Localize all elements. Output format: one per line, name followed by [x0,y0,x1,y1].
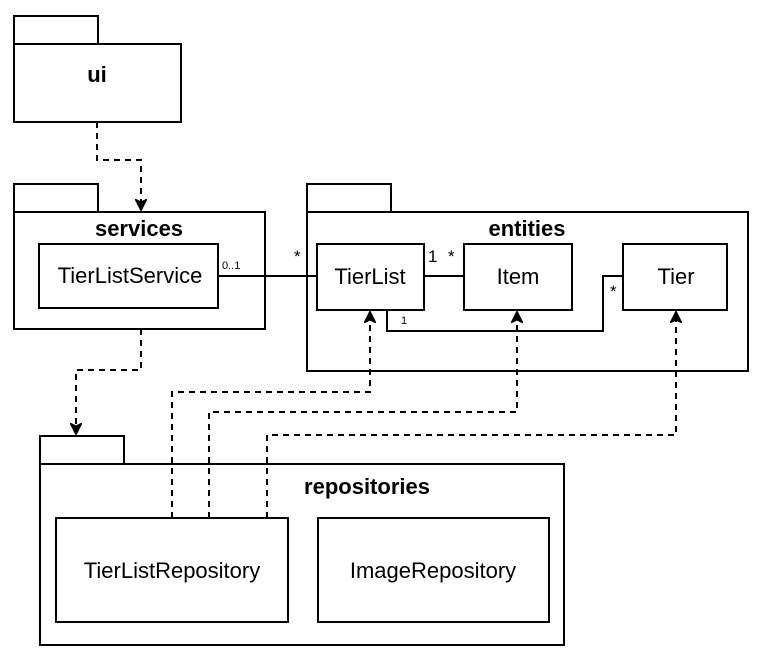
class-tier[interactable]: Tier [622,243,728,311]
multiplicity-tier-end: * [610,282,617,301]
package-ui-tab [13,15,99,45]
class-tier-list-service[interactable]: TierListService [38,243,219,309]
package-repositories-tab [39,435,125,465]
package-ui-title: ui [87,62,107,87]
class-tier-list-repository[interactable]: TierListRepository [55,517,289,623]
multiplicity-item-end: * [448,247,455,266]
class-tier-list-service-box [38,243,219,309]
class-tier-name: Tier [657,264,694,289]
multiplicity-service-end: 0..1 [222,260,240,272]
class-tier-list-service-name: TierListService [58,263,203,288]
class-tier-list-box [316,243,425,311]
class-image-repository-name: ImageRepository [350,558,516,583]
package-ui[interactable]: ui [13,15,182,123]
class-tier-list-name: TierList [334,264,405,289]
package-entities[interactable]: entities TierList Item Tier [306,183,749,372]
class-image-repository[interactable]: ImageRepository [317,517,550,623]
class-item[interactable]: Item [463,243,573,311]
package-services-title: services [95,216,183,241]
dependency-services-to-repositories [76,329,142,434]
multiplicity-tierlist-end-to-tier: 1 [401,315,407,327]
class-tier-list[interactable]: TierList [316,243,425,311]
package-repositories[interactable]: repositories TierListRepository ImageRep… [39,435,565,646]
package-repositories-title: repositories [304,474,430,499]
multiplicity-tierlist-end-from-service: * [294,247,301,266]
dependency-tierlistrepository-to-tierlist [171,312,370,518]
dependency-tierlistrepository-to-item [208,312,517,518]
package-entities-title: entities [488,216,565,241]
class-tier-list-repository-box [55,517,289,623]
class-item-name: Item [497,264,540,289]
dependency-ui-to-services [96,122,141,210]
class-image-repository-box [317,517,550,623]
dependency-tierlistrepository-to-tier [266,312,676,518]
multiplicity-tierlist-end-to-item: 1 [428,247,437,266]
package-services-tab [13,183,99,213]
package-services[interactable]: services TierListService [13,183,266,330]
package-entities-tab [306,183,392,213]
class-tier-list-repository-name: TierListRepository [84,558,260,583]
association-tierlist-tier [386,275,623,332]
package-ui-body [13,43,182,123]
class-tier-box [622,243,728,311]
